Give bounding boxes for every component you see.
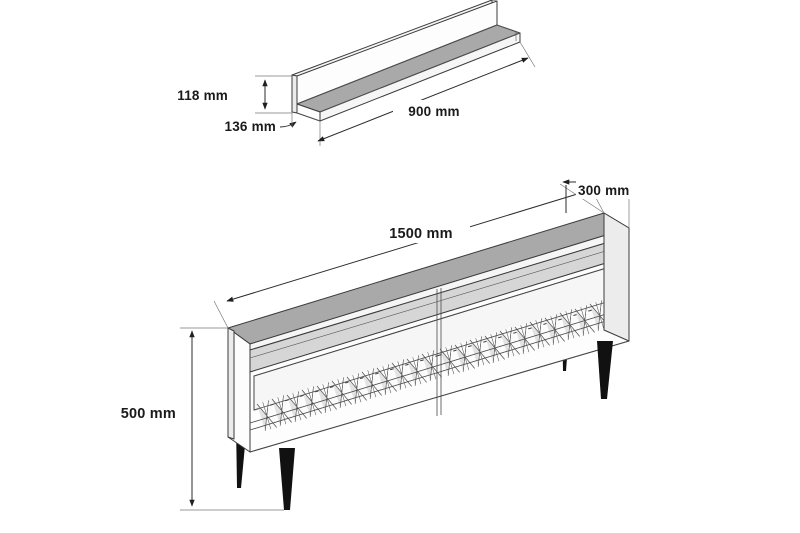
- stand-right-end-panel: [603, 212, 630, 342]
- dimension-label-shelf-depth: 136 mm: [225, 119, 276, 134]
- dimension-shelf-height: 118 mm: [177, 75, 292, 114]
- shelf-inner-line-4: [491, 0, 498, 2]
- tv-stand-illustration: [227, 212, 630, 510]
- dimension-shelf-length: 900 mm: [317, 41, 536, 146]
- stand-lower-rail-2: [249, 313, 630, 431]
- drawer-band-bottom-edge: [253, 295, 627, 411]
- stand-lower-rail-1: [249, 306, 630, 424]
- dimension-label-shelf-height: 118 mm: [177, 88, 228, 103]
- dimension-label-stand-width: 1500 mm: [389, 226, 452, 242]
- dimension-label-stand-height: 500 mm: [121, 406, 176, 422]
- dimension-stand-depth: 300 mm: [559, 179, 646, 228]
- stand-bottom-edge: [249, 340, 630, 453]
- stand-left-end-side: [227, 327, 235, 440]
- dimension-label-stand-depth: 300 mm: [578, 183, 629, 198]
- shelf-left-end: [291, 74, 298, 114]
- leg-front-right: [597, 341, 613, 399]
- shelf-inner-line-3: [296, 112, 321, 122]
- dimension-shelf-depth: 136 mm: [225, 113, 297, 134]
- leg-front-left: [279, 448, 295, 510]
- dimension-label-shelf-length: 900 mm: [408, 104, 459, 119]
- dimension-stand-width: 1500 mm: [213, 186, 605, 329]
- dimension-stand-height: 500 mm: [121, 327, 284, 511]
- shelf-inner-line-5: [496, 24, 521, 34]
